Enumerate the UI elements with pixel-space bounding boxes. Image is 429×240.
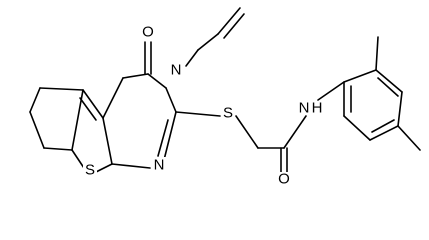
bond-cp-2 [39, 87, 84, 91]
bond-bz-5 [343, 115, 371, 141]
bond-cp-4 [43, 147, 73, 151]
bond-th-3 [71, 149, 85, 169]
bond-th-2 [71, 89, 84, 151]
ring-nitrogen-3-label: N [171, 62, 182, 79]
bond-th-5 [102, 117, 113, 165]
bond-py-6 [111, 163, 151, 169]
bond-th-1 [82, 89, 104, 119]
bond-methyl-upper [375, 36, 379, 71]
amide-nitrogen-label: N [299, 100, 310, 117]
bond-py-5 [163, 111, 177, 161]
bond-py-1 [102, 77, 124, 119]
bond-cs-2 [235, 115, 259, 149]
bond-allyl-3-inner [223, 13, 245, 39]
atom-labels: O N N S S N H O [83, 24, 323, 188]
amide-hydrogen-label: H [312, 100, 323, 117]
bond-cp-3 [29, 111, 45, 149]
bond-cs-1 [175, 111, 221, 117]
bond-bz-2 [375, 69, 403, 93]
bond-py-5-inner [157, 119, 169, 157]
bond-bz-1 [343, 69, 377, 83]
bond-allyl-1 [185, 49, 199, 67]
bond-n-aryl [317, 81, 345, 101]
bond-bz-4-inner [371, 119, 395, 133]
bond-bz-4 [369, 125, 399, 141]
bond-bz-3 [397, 91, 403, 127]
molecule-canvas: O N N S S N H O [29, 7, 421, 188]
bonds [29, 7, 421, 173]
bond-methyl-lower [397, 125, 421, 151]
bond-allyl-3 [217, 7, 241, 35]
bond-py-3 [147, 73, 167, 89]
bond-th-1-inner [79, 97, 97, 121]
bond-amide-cn [283, 115, 307, 149]
bond-bz-2-inner [377, 77, 399, 97]
bond-th-4 [95, 163, 113, 173]
bond-allyl-2 [197, 33, 219, 51]
bond-py-4 [165, 87, 177, 113]
amide-oxygen-label: O [278, 171, 290, 188]
thioether-sulfur-label: S [223, 105, 233, 122]
ring-nitrogen-1-label: N [154, 157, 165, 174]
bond-cp-1 [29, 87, 41, 113]
thiophene-sulfur-label: S [85, 162, 95, 179]
carbonyl-oxygen-label: O [142, 24, 154, 41]
chemical-structure-drawing: O N N S S N H O [29, 7, 421, 188]
bond-py-2 [122, 73, 149, 79]
